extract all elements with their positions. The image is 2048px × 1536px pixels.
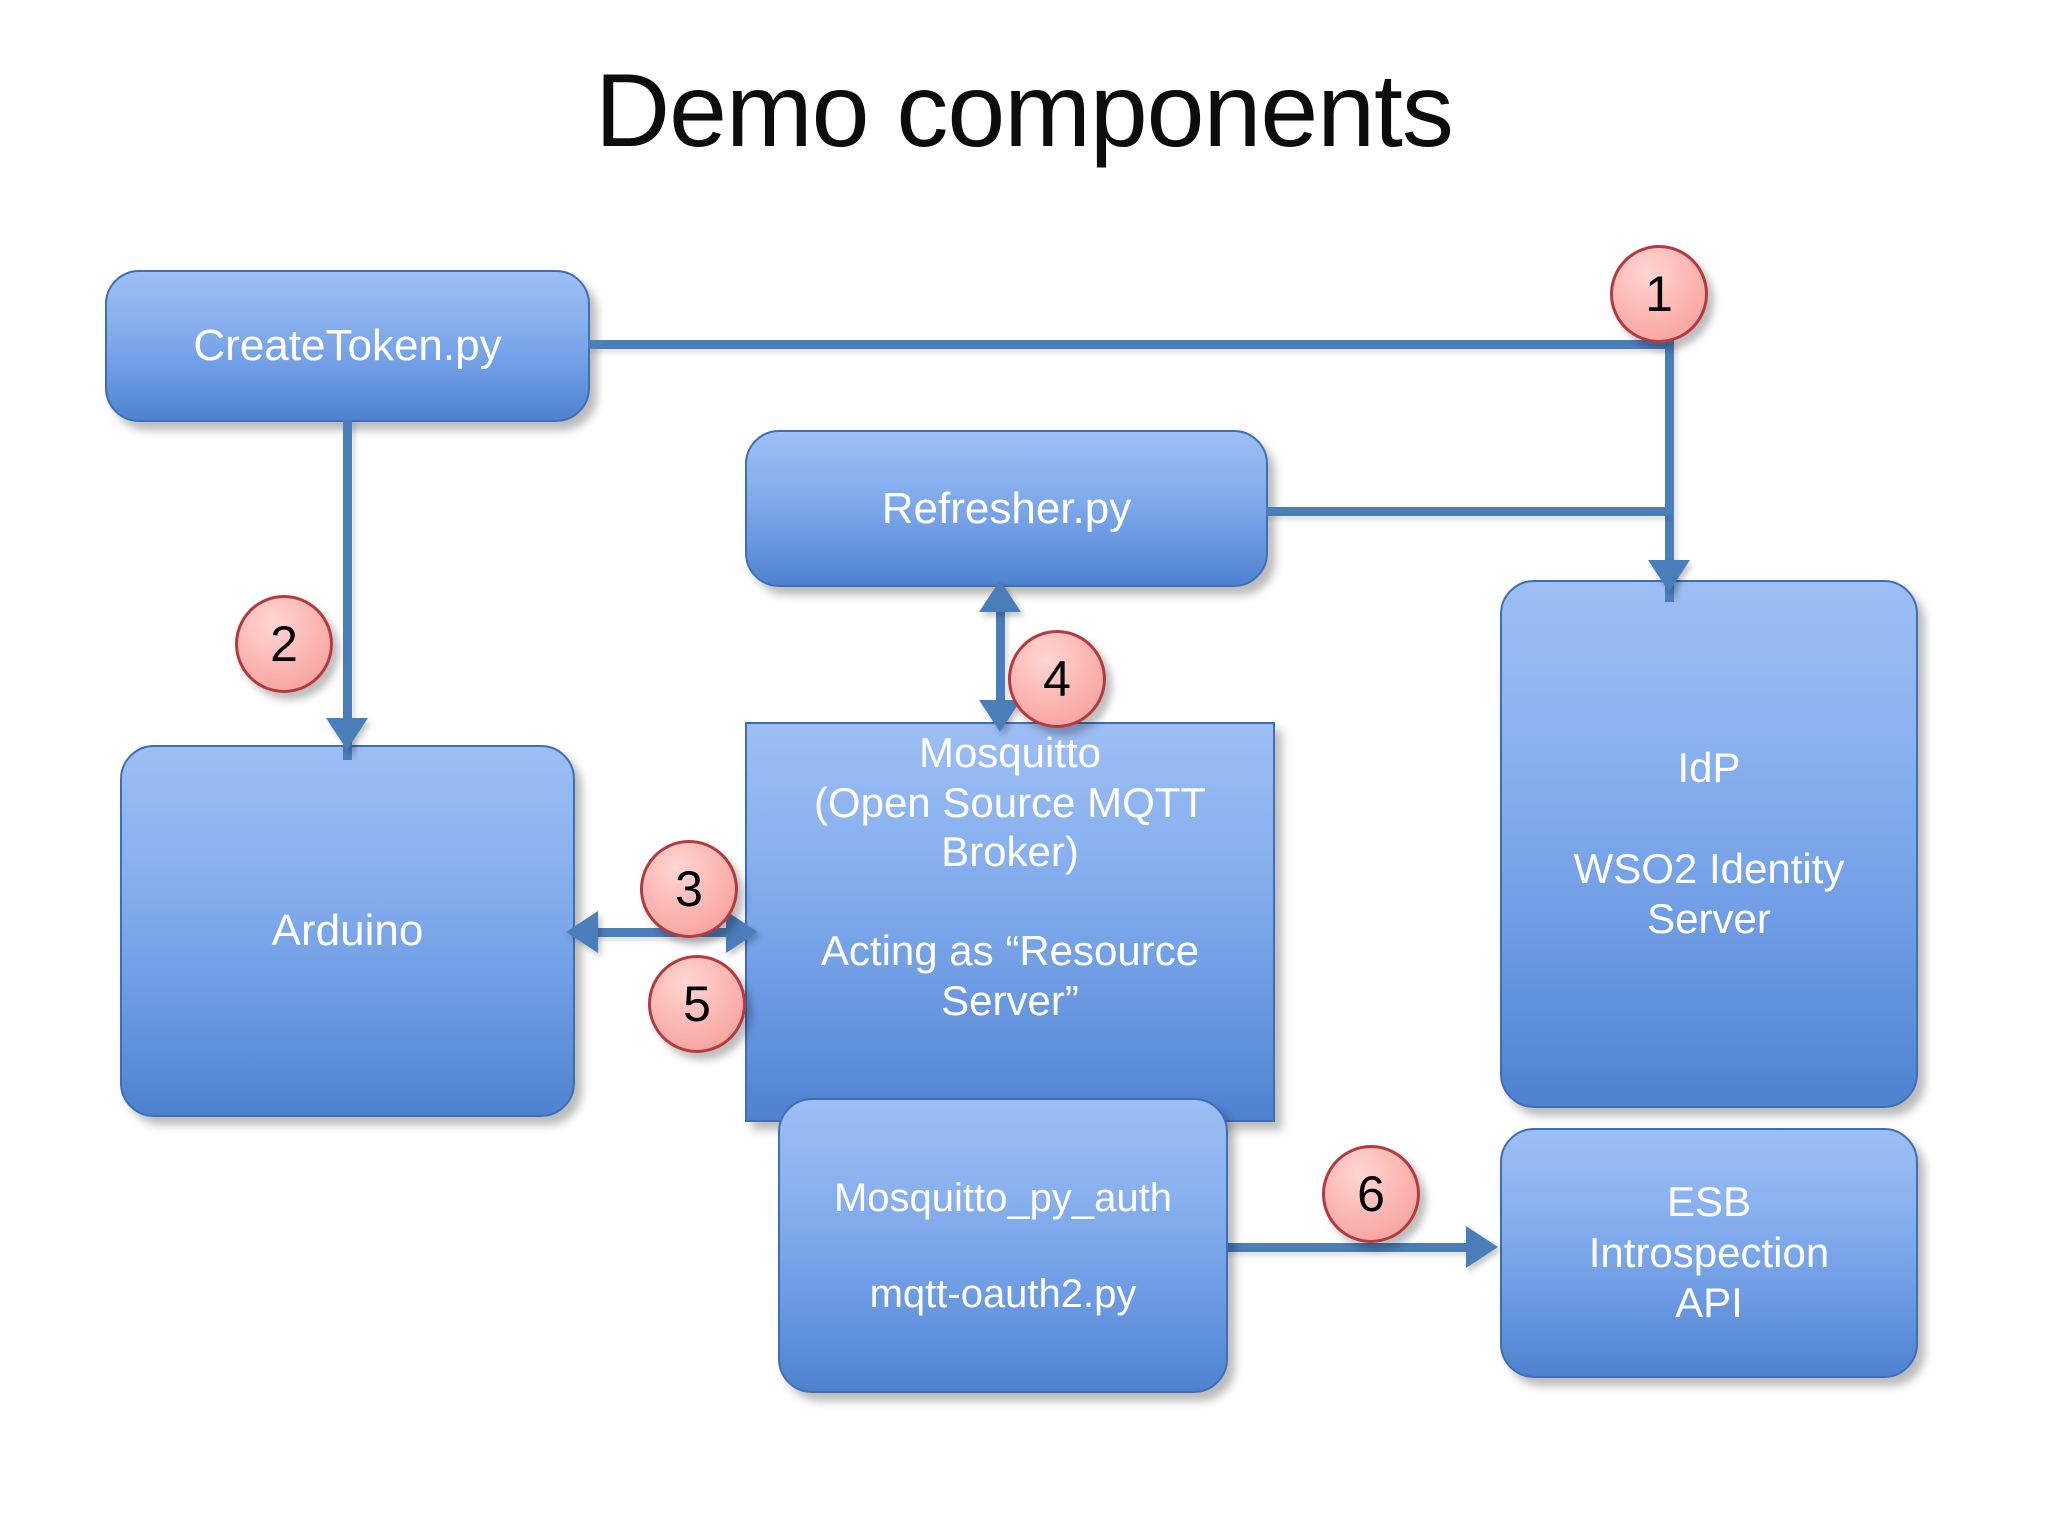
step-badge-2[interactable]: 2 [235, 595, 333, 693]
step-badge-3-number: 3 [675, 861, 703, 917]
node-mosquitto-py-auth-label: Mosquitto_py_auth mqtt-oauth2.py [833, 1175, 1172, 1316]
step-badge-5[interactable]: 5 [648, 955, 746, 1053]
node-createtoken-label: CreateToken.py [193, 321, 502, 370]
step-badge-4[interactable]: 4 [1008, 630, 1106, 728]
node-refresher-label: Refresher.py [881, 483, 1132, 533]
connector-createtoken-to-arduino [343, 420, 352, 760]
node-arduino[interactable]: Arduino [120, 745, 575, 1117]
step-badge-3[interactable]: 3 [640, 840, 738, 938]
node-mosquitto-label: Mosquitto (Open Source MQTT Broker) Acti… [813, 729, 1207, 1024]
step-badge-6[interactable]: 6 [1322, 1145, 1420, 1243]
page-title: Demo components [595, 53, 1454, 169]
connector-mosquitto-refresher [996, 588, 1005, 738]
step-badge-2-number: 2 [270, 616, 298, 672]
arrowhead-into-idp [1648, 560, 1690, 592]
arrowhead-into-arduino-side [566, 911, 598, 953]
node-mosquitto[interactable]: Mosquitto (Open Source MQTT Broker) Acti… [745, 722, 1275, 1122]
arrowhead-into-mosquitto-side [726, 911, 758, 953]
arrowhead-into-arduino [326, 718, 368, 750]
node-idp[interactable]: IdP WSO2 Identity Server [1500, 580, 1918, 1108]
connector-createtoken-to-trunk [588, 340, 1674, 349]
arrowhead-into-refresher [979, 580, 1021, 612]
arrowhead-into-esb [1466, 1226, 1498, 1268]
node-refresher[interactable]: Refresher.py [745, 430, 1268, 587]
node-createtoken[interactable]: CreateToken.py [105, 270, 590, 422]
step-badge-1[interactable]: 1 [1610, 245, 1708, 343]
step-badge-5-number: 5 [683, 976, 711, 1032]
step-badge-6-number: 6 [1357, 1166, 1385, 1222]
step-badge-4-number: 4 [1043, 651, 1071, 707]
connector-trunk-to-idp [1665, 340, 1674, 602]
arrowhead-into-mosquitto-top [979, 700, 1021, 732]
connector-pyauth-to-esb [1222, 1243, 1480, 1252]
step-badge-1-number: 1 [1645, 266, 1673, 322]
node-idp-label: IdP WSO2 Identity Server [1573, 744, 1845, 943]
node-arduino-label: Arduino [271, 906, 424, 955]
node-esb-label: ESB Introspection API [1588, 1178, 1830, 1327]
node-mosquitto-py-auth[interactable]: Mosquitto_py_auth mqtt-oauth2.py [778, 1098, 1228, 1393]
connector-refresher-to-trunk [1266, 507, 1674, 516]
node-esb[interactable]: ESB Introspection API [1500, 1128, 1918, 1378]
